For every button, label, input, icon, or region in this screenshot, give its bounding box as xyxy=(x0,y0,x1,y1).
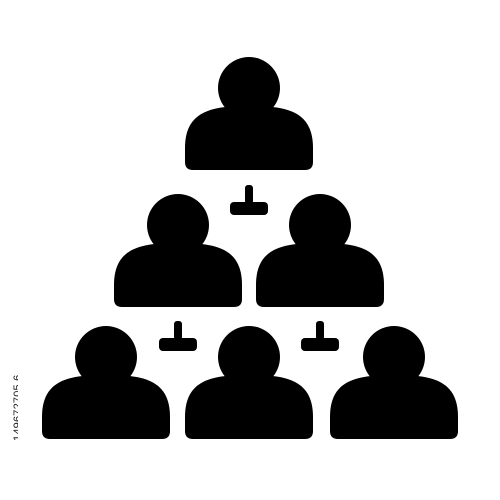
person-icon xyxy=(185,57,313,170)
person-body xyxy=(256,243,384,307)
person-body xyxy=(330,375,458,439)
person-icon xyxy=(42,326,170,439)
person-head xyxy=(147,194,209,256)
person-head xyxy=(75,326,137,388)
stock-id-text: 149672705 6 xyxy=(12,375,18,441)
person-head xyxy=(363,326,425,388)
stock-id-label: 149672705 6 xyxy=(0,0,18,500)
person-body xyxy=(185,375,313,439)
connector-t-icon xyxy=(159,321,197,351)
person-icon xyxy=(330,326,458,439)
connector-t-icon xyxy=(301,321,339,351)
person-icon xyxy=(256,194,384,307)
person-body xyxy=(42,375,170,439)
person-head xyxy=(218,57,280,119)
person-icon xyxy=(185,326,313,439)
person-icon xyxy=(114,194,242,307)
connector-t-icon xyxy=(230,185,268,215)
person-body xyxy=(185,106,313,170)
person-head xyxy=(289,194,351,256)
person-body xyxy=(114,243,242,307)
person-head xyxy=(218,326,280,388)
